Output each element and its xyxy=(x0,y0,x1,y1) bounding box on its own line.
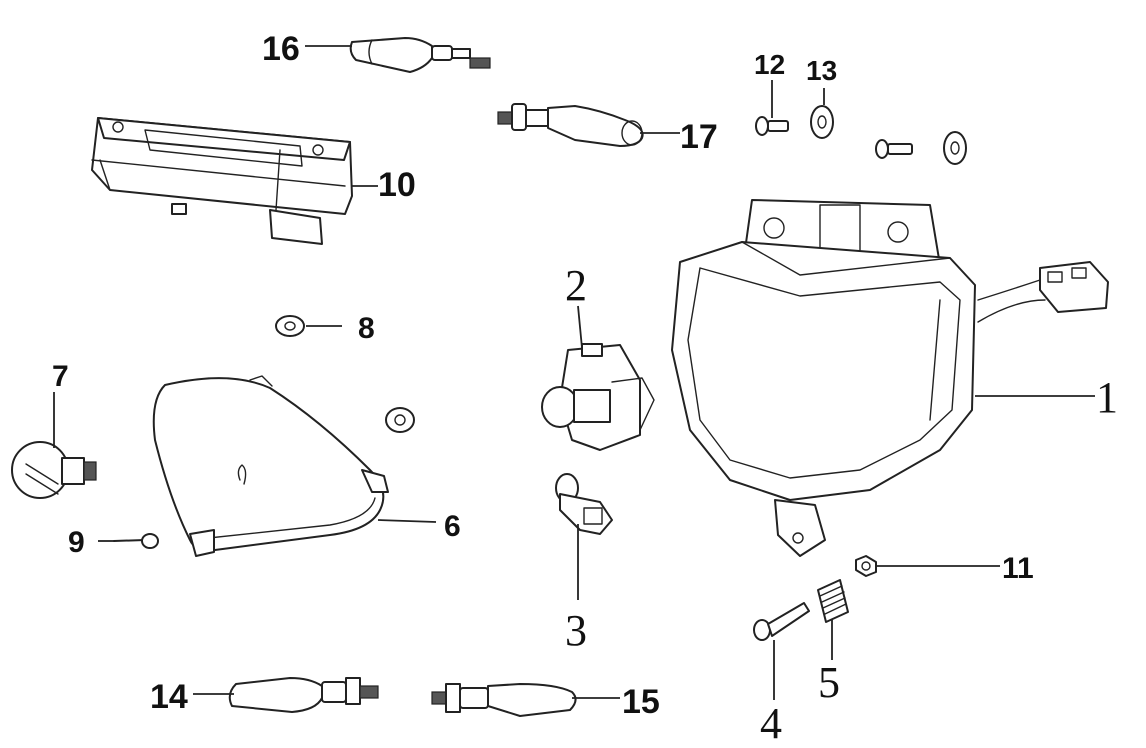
washer-13 xyxy=(810,105,834,139)
turn-signal-17 xyxy=(497,103,644,147)
callout-6: 6 xyxy=(444,510,461,543)
bolt-unlabeled xyxy=(875,139,913,159)
headlight-bulb-2 xyxy=(541,343,655,451)
bolt-12 xyxy=(755,116,789,136)
leader-lines xyxy=(53,45,1095,700)
callout-1: 1 xyxy=(1096,373,1118,422)
screw-4 xyxy=(753,602,810,641)
bulb-7 xyxy=(11,441,97,499)
nut-11 xyxy=(855,555,877,577)
instrument-cluster-10 xyxy=(91,117,353,245)
callout-2: 2 xyxy=(565,261,587,310)
callout-5: 5 xyxy=(818,658,840,707)
callout-7: 7 xyxy=(52,360,69,393)
callout-11: 11 xyxy=(1002,552,1034,585)
callout-15: 15 xyxy=(622,683,660,721)
callout-10: 10 xyxy=(378,166,416,204)
turn-signal-15 xyxy=(431,683,577,717)
spring-5 xyxy=(817,579,849,623)
callout-13: 13 xyxy=(806,55,837,86)
screw-9 xyxy=(113,533,159,549)
callout-8: 8 xyxy=(358,312,375,345)
callout-16: 16 xyxy=(262,30,300,68)
headlight-cover-6 xyxy=(152,375,389,557)
turn-signal-16 xyxy=(349,37,491,73)
callout-12: 12 xyxy=(754,49,785,80)
callout-9: 9 xyxy=(68,526,85,559)
callout-3: 3 xyxy=(565,606,587,655)
grommet-unlabeled xyxy=(385,407,415,433)
callout-14: 14 xyxy=(150,678,188,716)
washer-unlabeled xyxy=(943,131,967,165)
parking-bulb-3 xyxy=(555,473,613,535)
turn-signal-14 xyxy=(228,677,379,713)
callout-labels: 16 17 10 12 13 1 2 3 11 5 4 8 6 7 9 14 1… xyxy=(52,30,1118,748)
callout-17: 17 xyxy=(680,118,718,156)
grommet-8 xyxy=(275,315,305,337)
callout-4: 4 xyxy=(760,699,782,748)
headlight-assembly-1 xyxy=(671,199,1109,557)
